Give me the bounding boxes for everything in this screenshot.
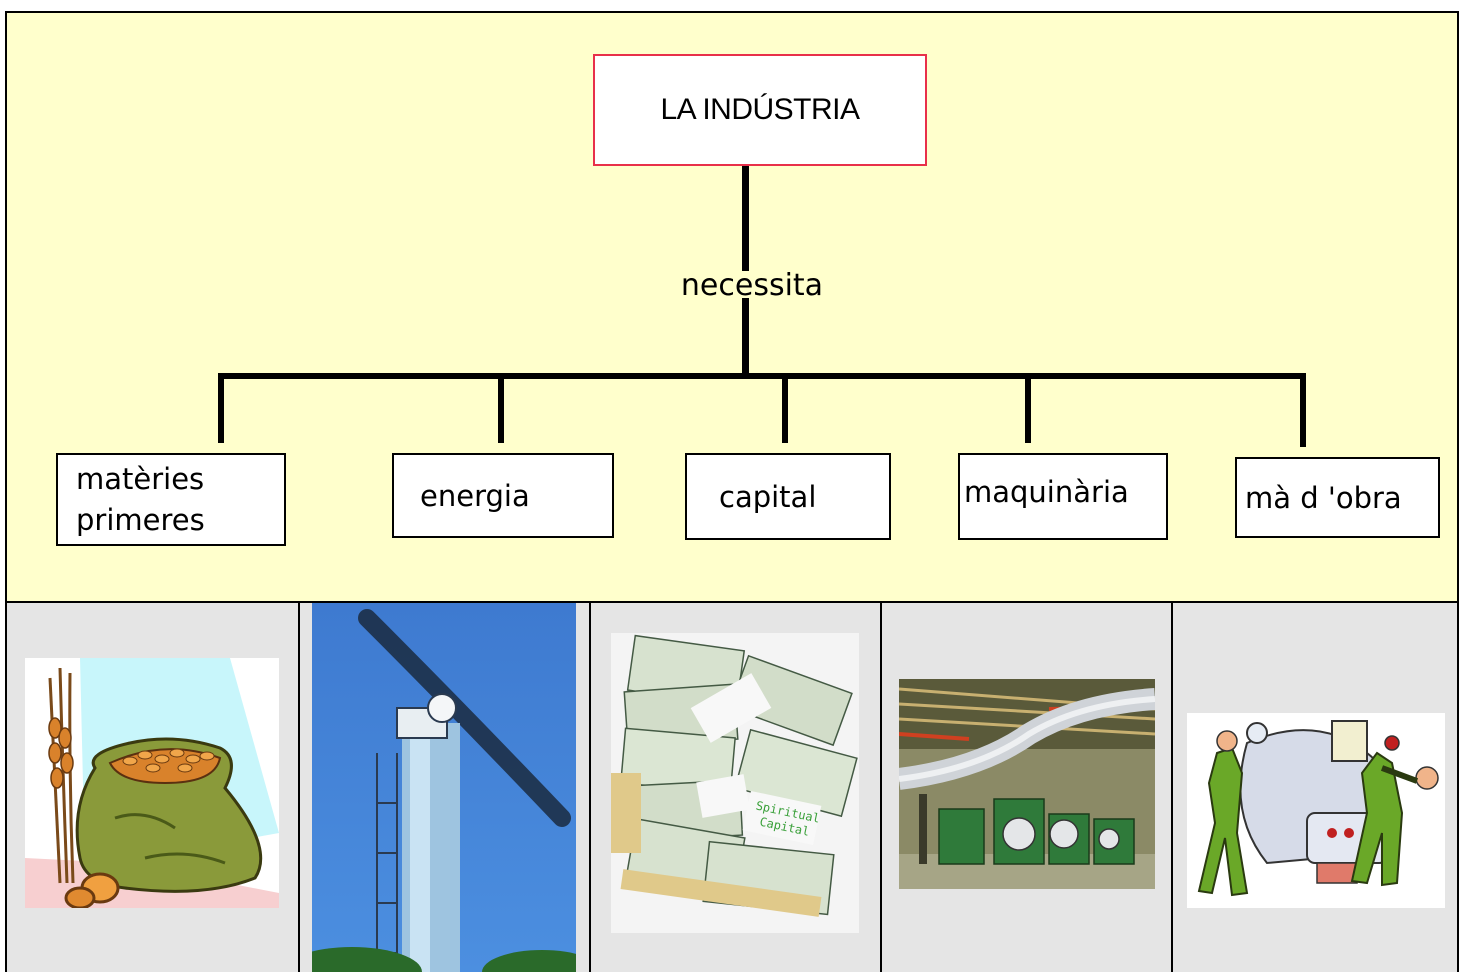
cell-divider	[1171, 603, 1173, 972]
cell-divider	[880, 603, 882, 972]
verb-connector	[742, 298, 749, 378]
image-cell-5	[1173, 603, 1457, 972]
branch-drop-2	[498, 373, 504, 443]
branch-drop-4	[1025, 373, 1031, 443]
node-label-line1: matèries	[76, 461, 205, 496]
node-maquinaria: maquinària	[958, 453, 1168, 540]
branch-drop-5	[1300, 373, 1306, 447]
image-cell-2	[300, 603, 589, 972]
wind-turbine-photo	[312, 603, 576, 972]
node-label: capital	[719, 479, 817, 514]
factory-machinery-photo	[899, 679, 1155, 889]
diagram-panel: LA INDÚSTRIA necessita matèries primeres…	[5, 11, 1459, 603]
branch-bar	[218, 373, 1306, 379]
cell-divider	[589, 603, 591, 972]
money-stack-photo: Spiritual Capital	[611, 633, 859, 933]
image-cell-3: Spiritual Capital	[591, 603, 880, 972]
node-capital: capital	[685, 453, 891, 540]
node-ma-obra: mà d 'obra	[1235, 457, 1440, 538]
root-node: LA INDÚSTRIA	[593, 54, 927, 166]
node-label: mà d 'obra	[1245, 480, 1402, 515]
node-label: energia	[420, 478, 530, 513]
root-connector	[742, 155, 749, 271]
node-energia: energia	[392, 453, 614, 538]
root-label: LA INDÚSTRIA	[660, 93, 860, 126]
node-label-line2: primeres	[76, 502, 205, 537]
node-label: maquinària	[964, 475, 1129, 509]
grain-sack-icon	[25, 658, 279, 908]
node-materies-primeres: matèries primeres	[56, 453, 286, 546]
image-cell-4	[882, 603, 1171, 972]
branch-drop-1	[218, 373, 224, 443]
branch-drop-3	[782, 373, 788, 443]
connector-label: necessita	[680, 268, 824, 303]
workers-building-machine-icon	[1187, 713, 1445, 908]
image-strip: Spiritual Capital	[5, 603, 1459, 972]
image-cell-1	[7, 603, 298, 972]
cell-divider	[298, 603, 300, 972]
